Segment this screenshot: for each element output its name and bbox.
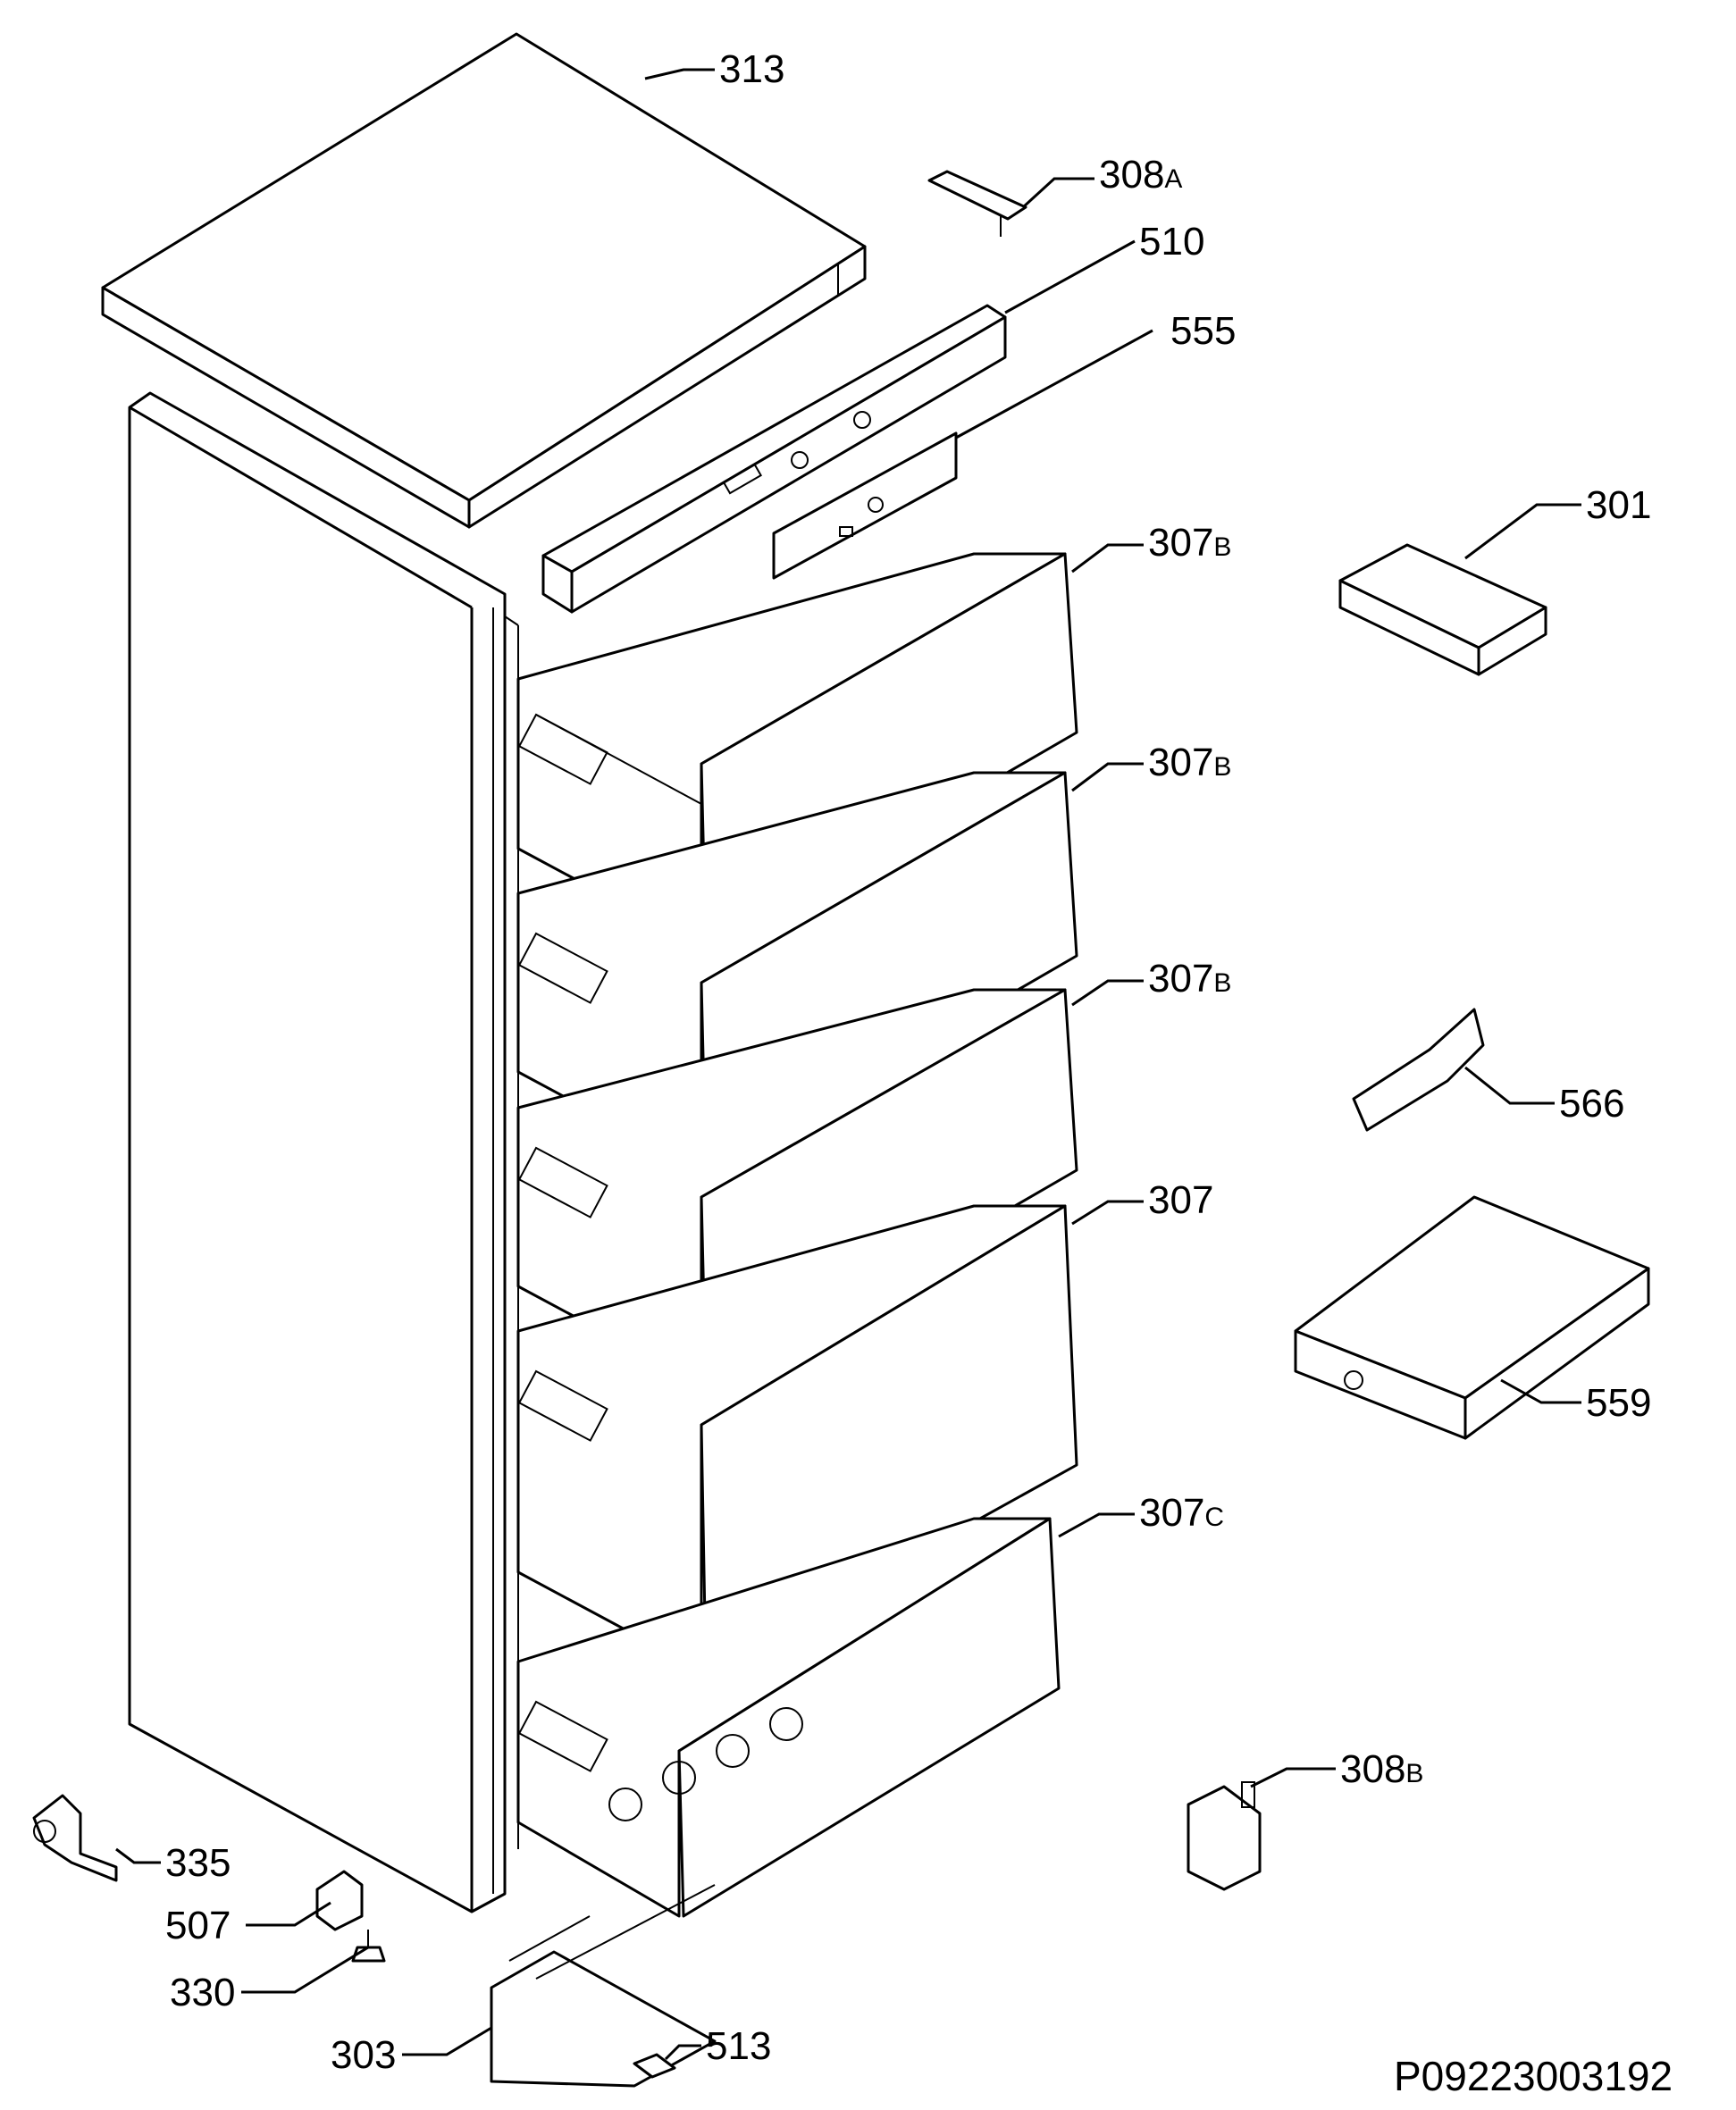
label-566: 566 bbox=[1559, 1082, 1624, 1126]
display-panel-part bbox=[772, 431, 958, 580]
control-panel-part bbox=[541, 304, 1007, 614]
label-307: 307 bbox=[1148, 1178, 1213, 1222]
label-307b-top: 307B bbox=[1148, 521, 1231, 565]
foot-screw-330-part bbox=[351, 1930, 386, 1963]
label-330: 330 bbox=[170, 1971, 235, 2014]
label-301: 301 bbox=[1586, 483, 1651, 527]
label-307b-middle: 307B bbox=[1148, 741, 1231, 784]
cold-accumulator-part bbox=[1294, 1195, 1650, 1440]
reference-code: P09223003192 bbox=[1394, 2053, 1673, 2099]
label-555: 555 bbox=[1170, 309, 1236, 353]
drawer-bottom-part bbox=[516, 1517, 1061, 1918]
label-313: 313 bbox=[719, 47, 784, 91]
label-308a: 308A bbox=[1099, 153, 1182, 197]
clip-507-part bbox=[315, 1870, 364, 1931]
plinth-303-part bbox=[490, 1884, 717, 2088]
label-513: 513 bbox=[706, 2024, 771, 2068]
label-307c: 307C bbox=[1139, 1491, 1224, 1535]
label-308b: 308B bbox=[1340, 1747, 1423, 1791]
label-307b-lower: 307B bbox=[1148, 957, 1231, 1001]
label-507: 507 bbox=[165, 1904, 231, 1947]
label-559: 559 bbox=[1586, 1381, 1651, 1425]
cap-513-part bbox=[633, 2053, 676, 2079]
label-335: 335 bbox=[165, 1841, 231, 1885]
ice-scraper-part bbox=[1352, 1008, 1485, 1132]
bottom-hinge-part bbox=[1187, 1781, 1262, 1891]
label-510: 510 bbox=[1139, 220, 1204, 264]
cabinet-body-part bbox=[128, 391, 519, 1913]
bracket-335-part bbox=[32, 1794, 118, 1882]
top-hinge-part bbox=[927, 170, 1027, 237]
drawer-large-part bbox=[516, 1204, 1078, 1672]
ice-tray-part bbox=[1338, 543, 1547, 676]
label-303: 303 bbox=[331, 2033, 396, 2077]
top-cover-part bbox=[101, 32, 867, 529]
leader-lines bbox=[115, 68, 1581, 2061]
